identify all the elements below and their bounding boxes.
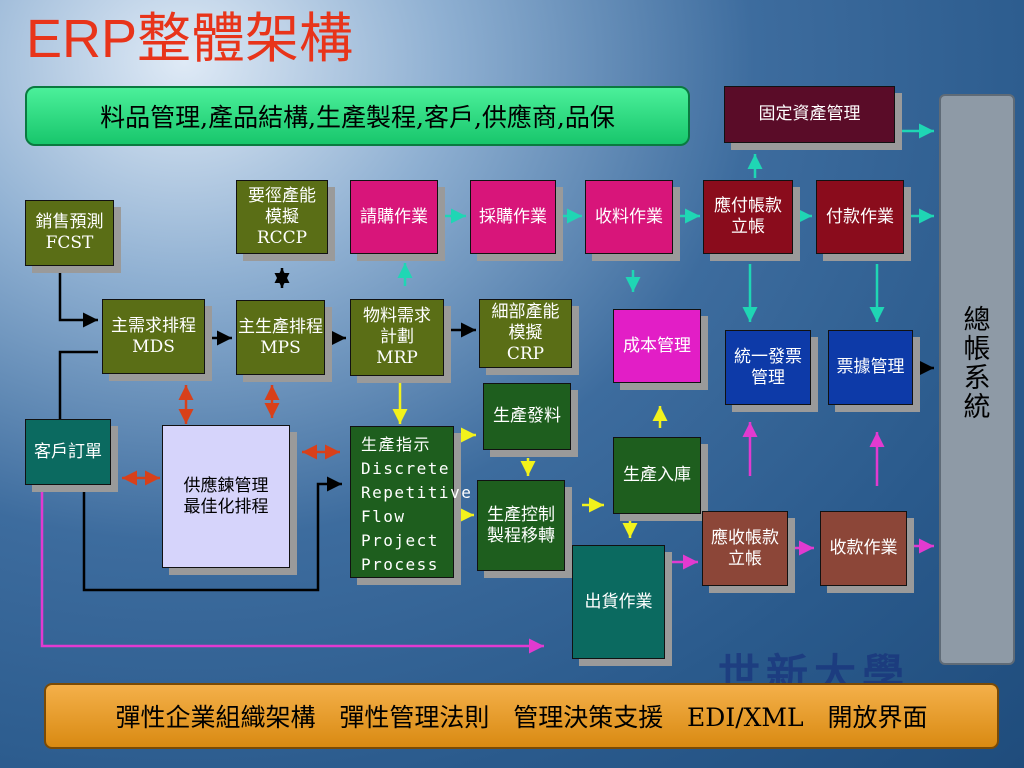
node-purchase-request: 請購作業 xyxy=(350,180,438,254)
node-customer-order: 客戶訂單 xyxy=(25,419,111,485)
node-mps: 主生產排程 MPS xyxy=(236,300,325,375)
node-shop-floor-control: 生產控制 製程移轉 xyxy=(477,480,565,571)
node-receiving: 收料作業 xyxy=(585,180,673,254)
node-material-issue: 生產發料 xyxy=(483,383,571,450)
node-collection: 收款作業 xyxy=(820,511,907,586)
slide-title: ERP整體架構 xyxy=(26,9,354,69)
node-production-order: 生產指示 Discrete Repetitive Flow Project Pr… xyxy=(350,426,471,578)
node-shipping: 出貨作業 xyxy=(572,545,665,659)
node-cost-management: 成本管理 xyxy=(613,309,701,383)
general-ledger-label: 總 帳 系 統 xyxy=(963,305,991,423)
node-accounts-receivable: 應收帳款 立帳 xyxy=(702,511,788,586)
features-banner: 彈性企業組織架構 彈性管理法則 管理決策支援 EDI/XML 開放界面 xyxy=(44,683,999,749)
node-sales-forecast: 銷售預測 FCST xyxy=(25,200,114,266)
node-supply-chain: 供應鍊管理 最佳化排程 xyxy=(162,425,290,568)
node-rccp: 要徑產能 模擬 RCCP xyxy=(236,180,328,254)
node-crp: 細部產能 模擬 CRP xyxy=(479,299,572,368)
node-notes-management: 票據管理 xyxy=(828,330,913,405)
node-mrp: 物料需求 計劃 MRP xyxy=(350,299,444,376)
node-accounts-payable: 應付帳款 立帳 xyxy=(703,180,793,254)
node-mds: 主需求排程 MDS xyxy=(102,299,205,374)
node-purchasing: 採購作業 xyxy=(470,180,556,254)
node-invoice-management: 統一發票 管理 xyxy=(725,330,811,405)
node-fixed-assets: 固定資產管理 xyxy=(724,86,895,143)
master-data-banner: 料品管理,產品結構,生產製程,客戶,供應商,品保 xyxy=(25,86,690,146)
general-ledger-panel: 總 帳 系 統 xyxy=(939,94,1015,665)
node-production-receipt: 生產入庫 xyxy=(613,437,701,514)
node-payment: 付款作業 xyxy=(816,180,904,254)
